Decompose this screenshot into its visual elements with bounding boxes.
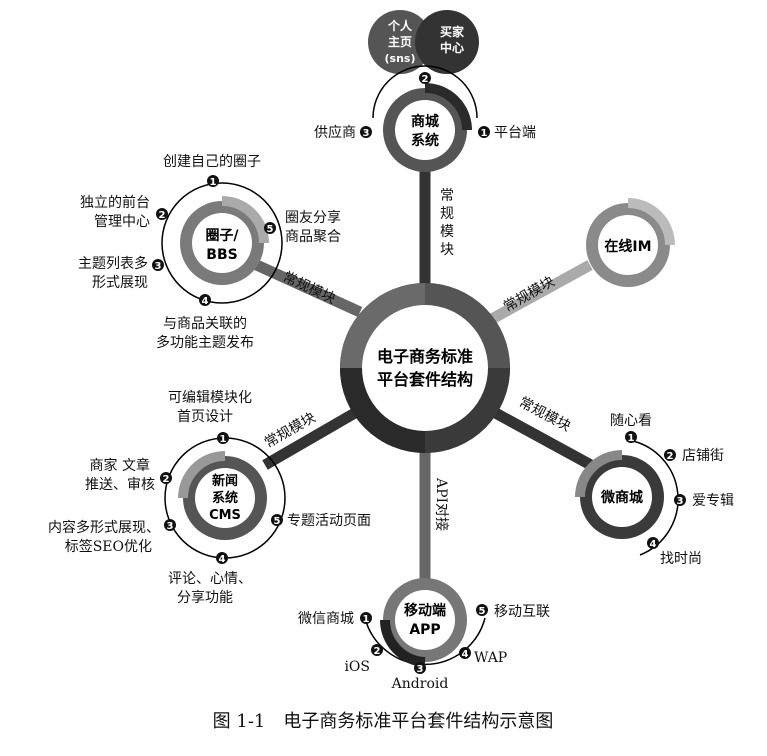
cms-item-3-l2: 标签SEO优化 (65, 538, 152, 555)
mobile-num-2: 2 (374, 646, 381, 657)
cms-item-1-l1: 可编辑模块化 (168, 390, 252, 406)
bbs-title-l2: BBS (206, 247, 237, 263)
sns-personal-l3: (sns) (385, 52, 416, 65)
cms-num-3: 3 (167, 521, 174, 532)
sns-personal-l2: 主页 (388, 34, 412, 49)
cms-num-2: 2 (163, 474, 170, 485)
cms-item-2-l1: 商家 文章 (90, 457, 150, 474)
spoke-im (487, 260, 593, 325)
mobile-num-3: 3 (417, 664, 424, 675)
sns-buyer-l1: 买家 (440, 24, 465, 39)
bbs-num-2: 2 (159, 210, 166, 221)
mall-spoke-label: 常 规 模 块 (440, 188, 454, 258)
center-hub: 电子商务标准 平台套件结构 (340, 283, 510, 453)
spoke-cms (262, 405, 363, 470)
bbs-item-2-l2: 管理中心 (94, 214, 150, 230)
mall-title-l2: 系统 (411, 132, 439, 149)
mobile-num-1: 1 (363, 614, 370, 625)
mobile-title-l1: 移动端 (404, 602, 446, 619)
sns-personal-l1: 个人 (387, 18, 413, 33)
bbs-item-4-l1: 与商品关联的 (163, 316, 247, 332)
micro-num-1: 1 (628, 433, 635, 444)
sns-buyer-l2: 中心 (440, 40, 464, 55)
mobile-item-3: Android (391, 676, 449, 692)
mall-node: 商城 系统 1 2 3 平台端 供应商 常 规 模 块 (314, 65, 536, 258)
cms-title-l2: 系统 (212, 490, 238, 506)
cms-item-3-l1: 内容多形式展现、 (48, 519, 160, 536)
spoke-micro (487, 405, 603, 475)
mobile-item-4: WAP (474, 650, 507, 666)
micro-item-3: 爱专辑 (692, 493, 734, 509)
mall-num-3: 3 (363, 128, 370, 139)
cms-num-5: 5 (274, 516, 281, 527)
micro-item-2: 店铺街 (682, 448, 724, 464)
mobile-title-l2: APP (409, 622, 440, 638)
bbs-num-5: 5 (267, 224, 274, 235)
cms-item-2-l2: 推送、审核 (85, 477, 155, 493)
cms-title-l3: CMS (209, 508, 241, 523)
mobile-item-1: 微信商城 (298, 611, 354, 627)
cms-item-1-l2: 首页设计 (177, 409, 233, 425)
mobile-item-5: 移动互联 (494, 604, 550, 620)
bbs-num-3: 3 (155, 261, 162, 272)
center-title-line1: 电子商务标准 (377, 347, 473, 366)
bbs-spoke-label: 常规模块 (280, 269, 338, 307)
cms-item-4-l2: 分享功能 (177, 589, 233, 606)
sns-bubbles: 个人 主页 (sns) 买家 中心 (368, 10, 479, 74)
mall-num-1: 1 (481, 128, 488, 139)
cms-title-l1: 新闻 (212, 473, 238, 489)
cms-num-4: 4 (219, 554, 226, 565)
im-title: 在线IM (604, 238, 651, 255)
bbs-item-3-l1: 主题列表多 (78, 255, 148, 272)
bbs-item-2-l1: 独立的前台 (80, 194, 150, 211)
bbs-num-4: 4 (202, 296, 209, 307)
spokes (247, 170, 603, 580)
svg-text:规: 规 (440, 206, 454, 222)
mobile-num-4: 4 (462, 649, 469, 660)
cms-item-4-l1: 评论、心情、 (168, 571, 252, 587)
bbs-title-l1: 圈子/ (205, 228, 239, 244)
bbs-item-5-l2: 商品聚合 (285, 229, 341, 245)
bbs-item-4-l2: 多功能主题发布 (156, 334, 254, 351)
bbs-item-3-l2: 形式展现 (92, 275, 148, 291)
cms-item-5: 专题活动页面 (287, 513, 371, 529)
micro-item-4: 找时尚 (660, 551, 702, 567)
svg-text:块: 块 (440, 242, 454, 258)
micro-num-3: 3 (677, 496, 684, 507)
bbs-item-1: 创建自己的圈子 (163, 154, 261, 170)
cms-num-1: 1 (220, 434, 227, 445)
mobile-num-5: 5 (479, 606, 486, 617)
im-spoke-label: 常规模块 (501, 274, 557, 316)
mall-title-l1: 商城 (411, 113, 439, 130)
mobile-node: 移动端 APP 1 2 3 4 5 微信商城 iOS Android WAP 移… (298, 477, 550, 692)
micro-item-1: 随心看 (610, 413, 652, 429)
bbs-node: 圈子/ BBS 1 2 3 4 5 创建自己的圈子 独立的前台 管理中心 主题列… (78, 154, 341, 351)
micro-node: 微商城 1 2 3 4 随心看 店铺街 爱专辑 找时尚 常规模块 (516, 394, 734, 567)
svg-text:常: 常 (440, 188, 454, 204)
cms-node: 新闻 系统 CMS 1 2 3 4 5 可编辑模块化 首页设计 商家 文章 推送… (48, 390, 371, 606)
figure-caption: 图 1-1 电子商务标准平台套件结构示意图 (213, 711, 554, 732)
mobile-spoke-label: API对接 (433, 477, 450, 531)
bbs-num-1: 1 (210, 177, 217, 188)
mall-num-2: 2 (422, 74, 429, 85)
mall-item-3: 供应商 (314, 124, 356, 141)
im-node: 在线IM 常规模块 (501, 198, 675, 316)
svg-text:模: 模 (440, 224, 454, 240)
mobile-item-2: iOS (344, 659, 370, 675)
mall-item-1: 平台端 (494, 125, 536, 141)
bbs-item-5-l1: 圈友分享 (285, 209, 341, 226)
micro-num-4: 4 (650, 539, 657, 550)
micro-title: 微商城 (600, 489, 643, 506)
center-title-line2: 平台套件结构 (377, 370, 473, 389)
spoke-bbs (247, 256, 363, 318)
micro-num-2: 2 (667, 451, 674, 462)
